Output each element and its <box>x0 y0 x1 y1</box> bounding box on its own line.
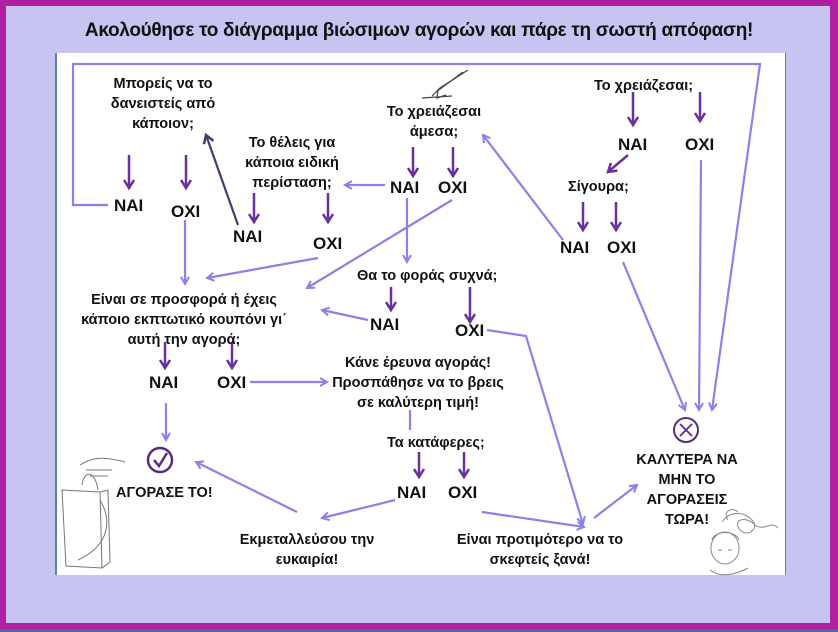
connector-need-no-to-dontbuy <box>699 159 701 410</box>
arrow-special-yes-to-borrow <box>206 135 240 226</box>
connector-special-no-to-sale <box>207 256 319 278</box>
node-seize-opportunity: Εκμεταλλεύσου την ευκαιρία! <box>239 532 375 568</box>
node-dont-buy: ΚΑΛΥΤΕΡΑ ΝΑ ΜΗΝ ΤΟ ΑΓΟΡΑΣΕΙΣ ΤΩΡΑ! <box>636 452 738 528</box>
hand-drawn-arrow-icon <box>421 69 469 99</box>
node-need-now: Το χρειάζεσαι άμεσα; <box>386 104 482 140</box>
node-special-yes: ΝΑΙ <box>233 227 263 246</box>
node-sure-no: ΟΧΙ <box>607 238 637 257</box>
connector-wear-yes-to-sale <box>322 310 369 322</box>
thinking-person-illustration <box>709 509 779 576</box>
connector-sure-no-to-dontbuy <box>621 261 685 410</box>
node-need-yes: ΝΑΙ <box>618 135 648 154</box>
node-managed-yes: ΝΑΙ <box>397 483 427 502</box>
node-wear-no: ΟΧΙ <box>455 321 485 340</box>
connector-managed-yes-to-seize <box>322 498 396 518</box>
slide-title: Ακολούθησε το διάγραμμα βιώσιμων αγορών … <box>84 20 754 41</box>
node-need-it: Το χρειάζεσαι; <box>594 78 694 94</box>
connector-wear-no-to-rethink <box>486 328 583 524</box>
node-buy-it: ΑΓΟΡΑΣΕ ΤΟ! <box>116 485 213 501</box>
check-circle-icon <box>146 446 174 474</box>
node-sale-no: ΟΧΙ <box>217 373 247 392</box>
node-need-no: ΟΧΙ <box>685 135 715 154</box>
node-research: Κάνε έρευνα αγοράς! Προσπάθησε να το βρε… <box>332 355 504 411</box>
node-managed: Τα κατάφερες; <box>387 435 485 451</box>
flowchart-panel <box>55 53 786 575</box>
node-managed-no: ΟΧΙ <box>448 483 478 502</box>
node-now-yes: ΝΑΙ <box>390 178 420 197</box>
connector-sure-yes-to-now <box>483 135 564 241</box>
connector-now-no-to-sale <box>307 199 453 288</box>
node-borrow-yes: ΝΑΙ <box>114 196 144 215</box>
arrow-need-yes-sure <box>608 154 629 172</box>
node-sure-yes: ΝΑΙ <box>560 238 590 257</box>
node-wear-yes: ΝΑΙ <box>370 315 400 334</box>
connector-managed-no-to-rethink <box>481 510 584 527</box>
connector-seize-to-buy <box>196 462 298 513</box>
node-on-sale: Είναι σε προσφορά ή έχεις κάποιο εκπτωτι… <box>81 292 287 348</box>
node-borrow-no: ΟΧΙ <box>171 202 201 221</box>
node-rethink: Είναι προτιμότερο να το σκεφτείς ξανά! <box>456 532 624 568</box>
connector-borrow-yes-loop <box>71 62 762 410</box>
connector-rethink-to-dontbuy <box>593 485 637 519</box>
x-circle-icon <box>673 417 699 443</box>
node-borrow: Μπορείς να το δανειστείς από κάποιον; <box>110 76 216 132</box>
node-sure: Σίγουρα; <box>568 179 629 195</box>
shopping-bag-illustration <box>61 457 126 569</box>
node-now-no: ΟΧΙ <box>438 178 468 197</box>
node-wear-often: Θα το φοράς συχνά; <box>357 268 498 284</box>
node-special-occasion: Το θέλεις για κάποια ειδική περίσταση; <box>245 135 339 191</box>
node-sale-yes: ΝΑΙ <box>149 373 179 392</box>
node-special-no: ΟΧΙ <box>313 234 343 253</box>
